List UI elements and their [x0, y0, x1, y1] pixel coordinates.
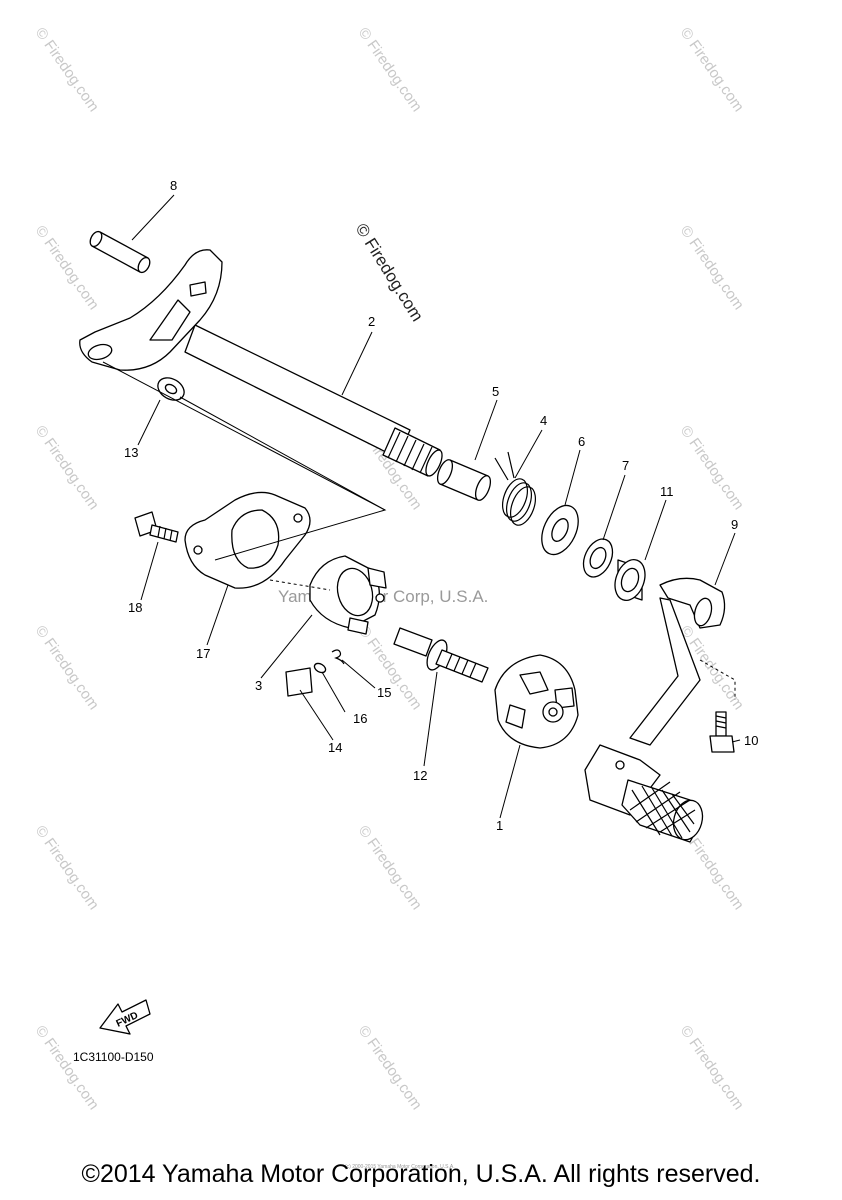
part-5-collar	[436, 459, 492, 501]
watermark: © Firedog.com	[355, 823, 425, 914]
part-1-wheel	[494, 654, 579, 749]
watermark: © Firedog.com	[677, 25, 747, 116]
part-13-washer	[157, 377, 185, 401]
part-9-shift-pedal	[584, 577, 726, 843]
callouts: 8 2 13 5 4 6 7 11 9 18 17 3 15 16 14 12 …	[124, 178, 758, 833]
part-8-pin	[89, 230, 151, 274]
watermark-main: © Firedog.com	[352, 220, 427, 325]
callout-5: 5	[492, 384, 499, 399]
watermark: © Firedog.com	[32, 623, 102, 714]
part-code: 1C31100-D150	[73, 1050, 154, 1064]
callout-9: 9	[731, 517, 738, 532]
part-7-seal	[582, 538, 614, 578]
part-16-pin	[313, 662, 327, 674]
watermark: © Firedog.com	[355, 1023, 425, 1114]
part-2-shift-shaft	[79, 249, 443, 477]
leader-lines	[131, 194, 741, 819]
alignment-lines	[102, 361, 736, 700]
callout-3: 3	[255, 678, 262, 693]
part-10-bolt	[709, 711, 735, 753]
callout-18: 18	[128, 600, 142, 615]
callout-2: 2	[368, 314, 375, 329]
part-12-bolt	[393, 627, 489, 683]
part-6-washer	[541, 504, 579, 556]
copyright-notice: ©2014 Yamaha Motor Corporation, U.S.A. A…	[81, 1160, 761, 1188]
watermark: © Firedog.com	[32, 25, 102, 116]
watermark: © Firedog.com	[677, 423, 747, 514]
callout-1: 1	[496, 818, 503, 833]
callout-17: 17	[196, 646, 210, 661]
part-18-bolt	[134, 511, 179, 543]
part-3-segment	[309, 555, 387, 635]
watermark: © Firedog.com	[677, 1023, 747, 1114]
part-15-spring	[331, 649, 345, 665]
callout-14: 14	[328, 740, 342, 755]
fine-print: (c) 2000-2015 Yamaha Motor Corporation, …	[345, 1164, 455, 1170]
part-4-spring	[494, 451, 536, 526]
part-17-plate	[184, 491, 311, 589]
fwd-arrow-icon: FWD	[99, 999, 151, 1035]
callout-12: 12	[413, 768, 427, 783]
watermark: © Firedog.com	[32, 423, 102, 514]
callout-6: 6	[578, 434, 585, 449]
watermark: © Firedog.com	[32, 1023, 102, 1114]
callout-7: 7	[622, 458, 629, 473]
watermark: © Firedog.com	[355, 25, 425, 116]
callout-4: 4	[540, 413, 547, 428]
watermark: © Firedog.com	[32, 823, 102, 914]
part-11-bearing	[614, 559, 646, 601]
callout-13: 13	[124, 445, 138, 460]
watermark: © Firedog.com	[677, 223, 747, 314]
callout-15: 15	[377, 685, 391, 700]
callout-10: 10	[744, 733, 758, 748]
callout-16: 16	[353, 711, 367, 726]
callout-11: 11	[660, 484, 674, 499]
callout-8: 8	[170, 178, 177, 193]
part-14-plate	[285, 667, 313, 697]
